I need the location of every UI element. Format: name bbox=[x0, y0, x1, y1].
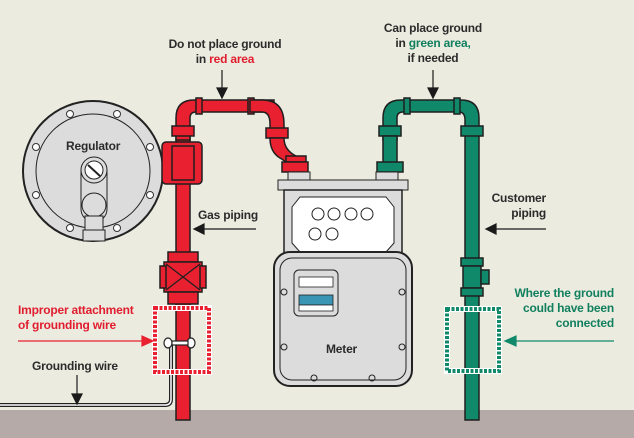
do-not-place-line2: in red area bbox=[150, 52, 300, 67]
red-area-highlight: red area bbox=[209, 52, 255, 66]
annotation-arrows bbox=[71, 70, 546, 406]
grounding-wire bbox=[0, 345, 173, 407]
ground-floor bbox=[0, 410, 634, 438]
green-area-highlight: green area bbox=[408, 36, 468, 50]
do-not-place-line1: Do not place ground bbox=[168, 37, 282, 51]
can-place-line1: Can place ground bbox=[383, 21, 483, 35]
green-customer-piping bbox=[376, 97, 490, 421]
customer-piping-label: Customer piping bbox=[470, 191, 547, 221]
grounding-wire-label: Grounding wire bbox=[32, 359, 118, 373]
red-gas-piping bbox=[159, 97, 309, 421]
where-ground-label: Where the ground could have been connect… bbox=[496, 286, 615, 331]
customer-piping-line1: Customer bbox=[491, 191, 547, 205]
meter-label: Meter bbox=[326, 342, 358, 356]
regulator bbox=[22, 100, 164, 242]
can-place-line2: in green area, bbox=[368, 36, 498, 51]
gas-piping-label: Gas piping bbox=[198, 208, 259, 222]
where-ground-line3: connected bbox=[555, 316, 614, 330]
improper-attachment-label: Improper attachment of grounding wire bbox=[18, 303, 134, 333]
can-place-line3: if needed bbox=[407, 51, 459, 65]
where-ground-line1: Where the ground bbox=[514, 286, 615, 300]
do-not-place-prefix: in bbox=[195, 52, 210, 66]
where-ground-line2: could have been bbox=[522, 301, 614, 315]
customer-piping-line2: piping bbox=[511, 206, 546, 220]
can-place-comma: , bbox=[467, 36, 471, 50]
grounding-clamp bbox=[163, 337, 196, 349]
can-place-label: Can place ground in green area, if neede… bbox=[368, 21, 498, 66]
can-place-prefix: in bbox=[395, 36, 409, 50]
improper-line2: of grounding wire bbox=[18, 318, 116, 332]
improper-line1: Improper attachment bbox=[18, 303, 134, 317]
do-not-place-label: Do not place ground in red area bbox=[150, 37, 300, 67]
gas-meter bbox=[273, 171, 413, 387]
regulator-label: Regulator bbox=[66, 139, 121, 153]
